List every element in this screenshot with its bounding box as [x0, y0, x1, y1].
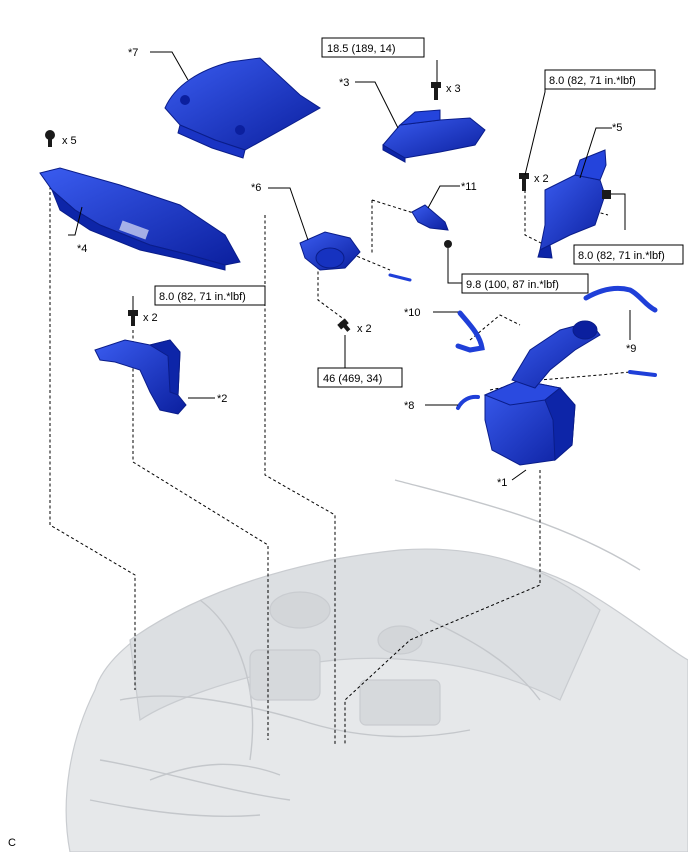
label-part-11: *11	[461, 181, 477, 193]
starter-bolt-icon	[337, 318, 351, 332]
label-part-10: *10	[404, 307, 421, 319]
breather-hose-part[interactable]	[583, 285, 658, 313]
vacuum-hose-part[interactable]	[455, 310, 485, 353]
label-part-2: *2	[217, 393, 227, 405]
label-part-9: *9	[626, 343, 636, 355]
fasteners	[45, 82, 611, 332]
cowl-top-panel-part[interactable]	[39, 167, 241, 271]
torque-cover-bolt-text: 18.5 (189, 14)	[327, 43, 396, 55]
label-part-4: *4	[77, 243, 87, 255]
torque-box-starter-bolt: 46 (469, 34)	[317, 367, 403, 388]
torque-bracket-bolt-text: 8.0 (82, 71 in.*lbf)	[549, 75, 636, 87]
torque-box-duct-bolt: 8.0 (82, 71 in.*lbf)	[154, 285, 266, 306]
torque-duct-bolt-text: 8.0 (82, 71 in.*lbf)	[159, 291, 246, 303]
label-part-1: *1	[497, 477, 507, 489]
qty-starter-bolt: x 2	[357, 323, 372, 335]
alignment-lines	[49, 170, 631, 745]
label-part-8: *8	[404, 400, 414, 412]
torque-box-cover-bolt: 18.5 (189, 14)	[321, 37, 425, 58]
bracket-bolt-icon	[519, 173, 529, 191]
torque-box-bracket-bolt: 8.0 (82, 71 in.*lbf)	[544, 69, 656, 90]
duct-bolt-icon	[128, 310, 138, 326]
label-part-3: *3	[339, 77, 349, 89]
connector-part	[628, 370, 657, 377]
qty-cover-bolt: x 3	[446, 83, 461, 95]
cowl-clip-icon	[45, 130, 55, 147]
battery-bracket-part[interactable]	[537, 149, 607, 259]
wire-bracket-part[interactable]	[411, 204, 449, 231]
label-part-7: *7	[128, 47, 138, 59]
air-inlet-duct-part[interactable]	[94, 339, 187, 415]
torque-bracket-nut-text: 8.0 (82, 71 in.*lbf)	[578, 250, 665, 262]
wire-part	[388, 273, 412, 282]
qty-cowl-clip: x 5	[62, 135, 77, 147]
torque-box-bracket-nut: 8.0 (82, 71 in.*lbf)	[573, 244, 684, 265]
leader-lines	[68, 51, 631, 481]
torque-relay-nut-text: 9.8 (100, 87 in.*lbf)	[466, 279, 559, 291]
vehicle-illustration	[65, 479, 688, 853]
hose-clamp-part[interactable]	[456, 394, 480, 410]
qty-duct-bolt: x 2	[143, 312, 158, 324]
cover-bolt-icon	[431, 82, 441, 100]
label-part-5: *5	[612, 122, 622, 134]
torque-box-relay-nut: 9.8 (100, 87 in.*lbf)	[461, 273, 589, 294]
starter-part[interactable]	[299, 231, 361, 271]
bracket-nut-icon	[602, 190, 611, 199]
cover-bracket-part[interactable]	[382, 109, 486, 163]
qty-bracket-bolt: x 2	[534, 173, 549, 185]
figure-code: C	[8, 837, 16, 849]
engine-cover-part[interactable]	[164, 57, 321, 159]
torque-starter-bolt-text: 46 (469, 34)	[323, 373, 382, 385]
relay-nut-icon	[444, 240, 452, 248]
air-cleaner-assembly-part[interactable]	[483, 320, 601, 466]
label-part-6: *6	[251, 182, 261, 194]
